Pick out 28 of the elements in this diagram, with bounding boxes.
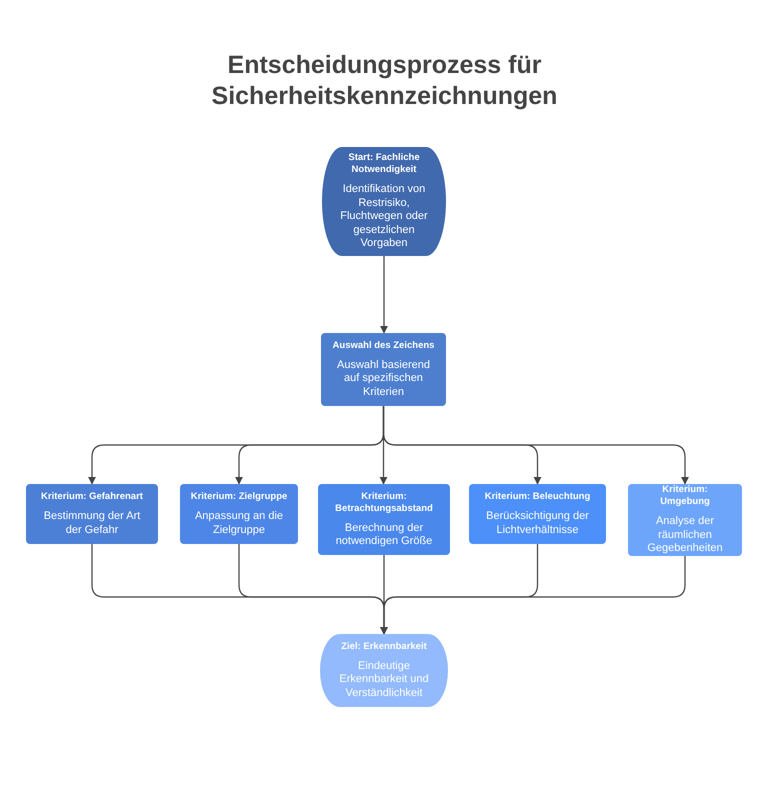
node-description: Berechnung der notwendigen Größe [334, 522, 434, 548]
process-box [321, 333, 446, 406]
diagram-title: Entscheidungsprozess für Sicherheitskennzeichnungen [210, 50, 558, 112]
node-heading: Auswahl des Zeichens [332, 340, 434, 352]
node-description: Auswahl basierend auf spezifischen Kriterien [336, 358, 431, 400]
node-heading: Kriterium: Gefahrenart [41, 491, 143, 503]
node-heading: Kriterium: Umgebung [659, 484, 711, 508]
connector-arrow [382, 406, 689, 485]
node-heading: Ziel: Erkennbarkeit [341, 640, 427, 653]
connector-arrow [380, 256, 388, 334]
node-description: Eindeutige Erkennbarkeit und Verständlichkeit [338, 660, 430, 700]
terminal-shape [322, 147, 446, 256]
process-box [628, 484, 742, 556]
process-box [180, 484, 298, 544]
node-heading: Kriterium: Betrachtungsabstand [334, 490, 434, 514]
process-box [318, 484, 450, 555]
node-heading: Start: Fachliche Notwendigkeit [347, 152, 421, 176]
node-description: Anpassung an die Zielgruppe [194, 510, 284, 537]
node-description: Identifikation von Restrisiko, Fluchtwegen oder gesetzlichen Vorgaben [339, 183, 429, 251]
node-heading: Kriterium: Zielgruppe [190, 491, 288, 503]
process-box [469, 484, 606, 544]
terminal-shape [320, 634, 448, 707]
node-description: Berücksichtigung der Lichtverhältnisse [485, 510, 590, 537]
process-box [26, 484, 158, 544]
node-description: Bestimmung der Art der Gefahr [42, 510, 142, 537]
connector-arrow [380, 556, 686, 635]
node-heading: Kriterium: Beleuchtung [484, 491, 590, 503]
node-description: Analyse der räumlichen Gegebenheiten [646, 515, 724, 556]
